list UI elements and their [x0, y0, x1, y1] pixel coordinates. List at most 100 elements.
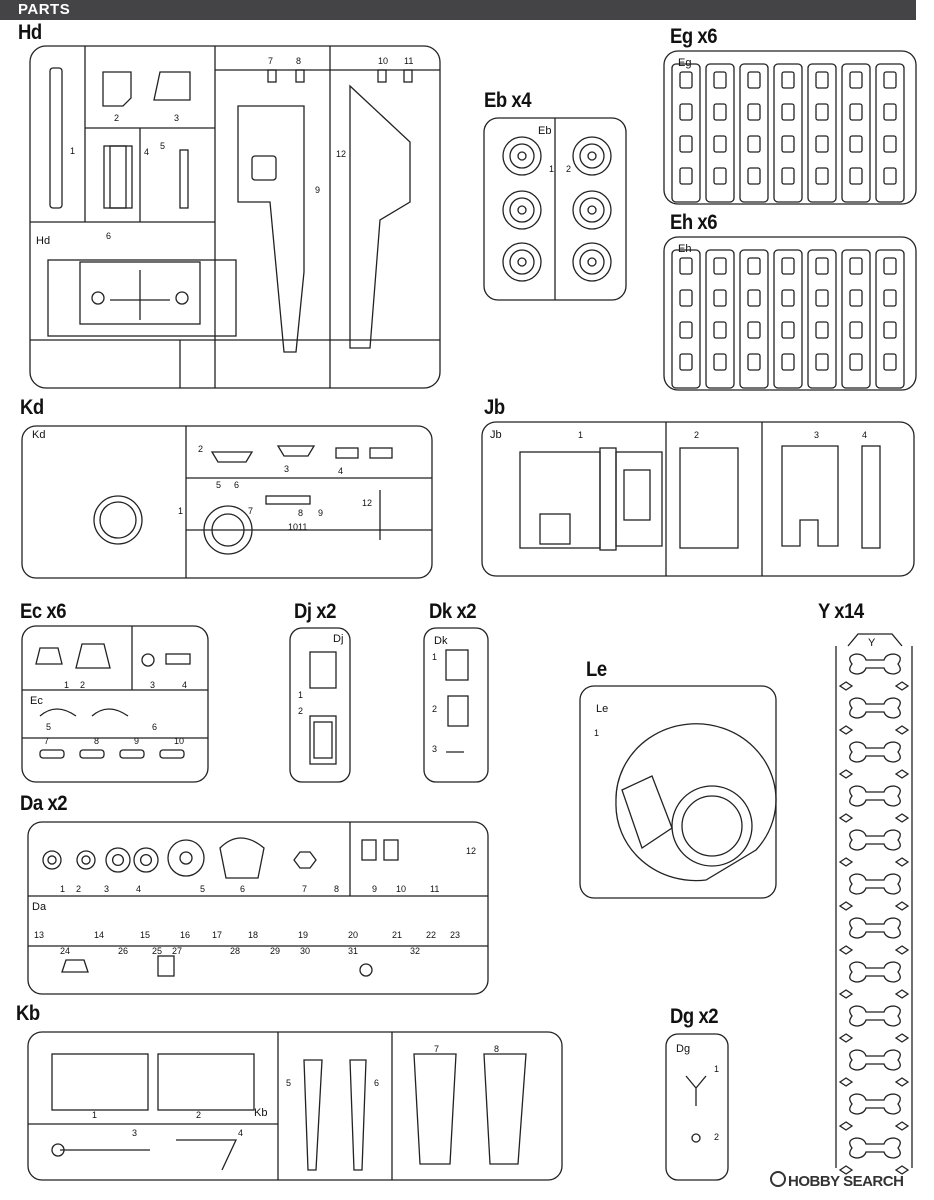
- sprue-title-da: Da x2: [20, 792, 68, 815]
- part-number-hd-10: 10: [378, 56, 388, 66]
- sprue-title-dj: Dj x2: [294, 600, 336, 623]
- sprue-tag-jb: Jb: [490, 429, 502, 441]
- jb-part-1b: [599, 447, 617, 551]
- part-number-ec-1: 1: [64, 680, 69, 690]
- part-number-kd-7: 7: [248, 506, 253, 516]
- dj-part-1: [309, 651, 337, 689]
- kb-part-6: [349, 1059, 367, 1171]
- sprue-tag-kd: Kd: [32, 429, 45, 441]
- part-number-da-17: 17: [212, 930, 222, 940]
- hd-part-1: [49, 67, 63, 209]
- sprue-frame-dg: [665, 1033, 729, 1181]
- part-number-hd-1: 1: [70, 146, 75, 156]
- part-number-da-29: 29: [270, 946, 280, 956]
- part-number-da-31: 31: [348, 946, 358, 956]
- part-number-hd-9: 9: [315, 185, 320, 195]
- part-number-kb-4: 4: [238, 1128, 243, 1138]
- part-number-da-20: 20: [348, 930, 358, 940]
- sprue-title-eg: Eg x6: [670, 25, 718, 48]
- part-number-dj-2: 2: [298, 706, 303, 716]
- eb-wheel-2b: [572, 190, 612, 230]
- part-number-kd-3: 3: [284, 464, 289, 474]
- kd-hatch-ring: [93, 495, 143, 545]
- part-number-da-4: 4: [136, 884, 141, 894]
- sprue-frame-da: [27, 821, 489, 995]
- header-title: PARTS: [18, 1, 71, 18]
- da-part-4: [219, 837, 265, 879]
- sprue-frame-ec: [21, 625, 209, 783]
- part-number-da-32: 32: [410, 946, 420, 956]
- part-number-da-27: 27: [172, 946, 182, 956]
- le-turret-ring: [615, 723, 777, 882]
- sprue-frame-hd: [29, 45, 441, 389]
- da-part-26: [157, 955, 175, 977]
- da-part-8: [383, 839, 399, 861]
- jb-part-4: [861, 445, 881, 549]
- part-number-ec-3: 3: [150, 680, 155, 690]
- kb-part-5: [303, 1059, 323, 1171]
- page-header: PARTS: [0, 0, 934, 20]
- part-number-kd-2: 2: [198, 444, 203, 454]
- sprue-tag-y: Y: [868, 637, 876, 649]
- sprue-tag-kb: Kb: [254, 1107, 267, 1119]
- kb-part-8: [483, 1053, 527, 1165]
- part-number-kd-10: 10: [288, 522, 298, 532]
- sprue-title-eh: Eh x6: [670, 211, 718, 234]
- part-number-jb-2: 2: [694, 430, 699, 440]
- sprue-title-y: Y x14: [818, 600, 864, 623]
- sprue-frame-dj: [289, 627, 351, 783]
- hd-part-7: [267, 69, 277, 83]
- part-number-da-22: 22: [426, 930, 436, 940]
- ec-part-10: [159, 749, 185, 759]
- sprue-tag-eb: Eb: [538, 125, 551, 137]
- sprue-tag-eh: Eh: [678, 243, 691, 255]
- part-number-dk-2: 2: [432, 704, 437, 714]
- watermark: HOBBY SEARCH: [788, 1173, 904, 1190]
- da-wheel-row: [42, 839, 205, 877]
- part-number-dj-1: 1: [298, 690, 303, 700]
- sprue-tag-dj: Dj: [333, 633, 343, 645]
- kb-part-1: [51, 1053, 149, 1111]
- part-number-da-1: 1: [60, 884, 65, 894]
- part-number-kd-11: 11: [298, 522, 307, 532]
- y-track-links: [838, 653, 910, 1175]
- sprue-title-le: Le: [586, 658, 607, 681]
- part-number-da-11: 11: [430, 884, 439, 894]
- sprue-frame-y: [835, 633, 913, 1168]
- kb-part-2: [157, 1053, 255, 1111]
- part-number-kb-6: 6: [374, 1078, 379, 1088]
- ec-part-9: [119, 749, 145, 759]
- part-number-da-12: 12: [466, 846, 476, 856]
- sprue-frame-jb: [481, 421, 915, 577]
- part-number-dg-1: 1: [714, 1064, 719, 1074]
- eh-track-links: [671, 249, 905, 389]
- hd-part-6: [47, 259, 237, 337]
- hd-part-9: [237, 105, 305, 353]
- part-number-ec-9: 9: [134, 736, 139, 746]
- hd-part-10: [377, 69, 387, 83]
- part-number-da-21: 21: [392, 930, 402, 940]
- ec-part-5: [39, 708, 77, 717]
- eb-wheel-1a: [502, 136, 542, 176]
- sprue-frame-eg: [663, 50, 917, 205]
- eb-wheel-1b: [502, 190, 542, 230]
- part-number-ec-2: 2: [80, 680, 85, 690]
- part-number-da-24: 24: [60, 946, 70, 956]
- dk-part-1: [445, 649, 469, 681]
- kb-part-7: [413, 1053, 457, 1165]
- jb-part-3: [781, 445, 839, 547]
- part-number-jb-4: 4: [862, 430, 867, 440]
- sprue-frame-dk: [423, 627, 489, 783]
- sprue-tag-ec: Ec: [30, 695, 43, 707]
- kd-part-3: [276, 445, 316, 457]
- sprue-tag-dk: Dk: [434, 635, 448, 647]
- sprue-title-ec: Ec x6: [20, 600, 67, 623]
- part-number-kd-8: 8: [298, 508, 303, 518]
- part-number-kd-5: 5: [216, 480, 221, 490]
- part-number-kd-12: 12: [362, 498, 372, 508]
- part-number-eb-1: 1: [549, 164, 554, 174]
- part-number-hd-7: 7: [268, 56, 273, 66]
- sprue-tag-eg: Eg: [678, 57, 691, 69]
- sprue-tag-da: Da: [32, 901, 47, 913]
